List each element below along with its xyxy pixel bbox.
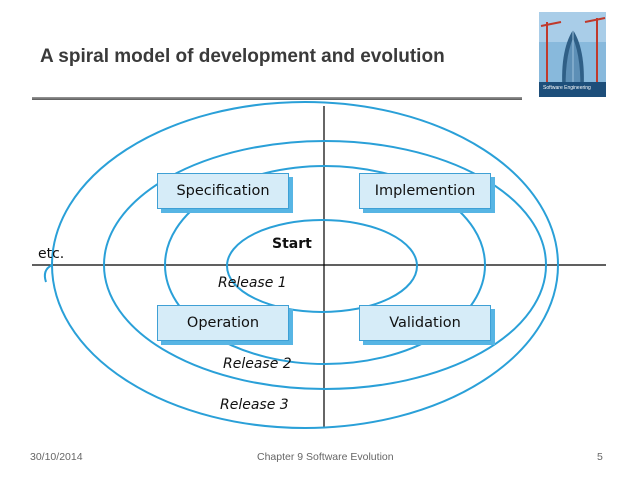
release-1-label: Release 1: [218, 275, 287, 291]
title-divider: [32, 97, 522, 100]
implementation-box: Implemention: [359, 173, 491, 209]
spiral-loop-release-3: [51, 101, 560, 429]
book-cover-art: [539, 12, 606, 97]
footer-date: 30/10/2014: [30, 451, 83, 463]
spiral-loop-release-2: [103, 140, 548, 390]
release-2-label: Release 2: [223, 356, 292, 372]
specification-box: Specification: [157, 173, 289, 209]
book-cover-image: Software Engineering: [539, 12, 606, 97]
book-cover-caption: Software Engineering: [543, 85, 591, 91]
release-3-label: Release 3: [220, 397, 289, 413]
spiral-loop-inner: [226, 219, 419, 313]
slide-title: A spiral model of development and evolut…: [40, 46, 445, 67]
validation-box: Validation: [359, 305, 491, 341]
etc-label: etc.: [38, 246, 65, 262]
operation-box: Operation: [157, 305, 289, 341]
footer-chapter: Chapter 9 Software Evolution: [257, 451, 394, 463]
start-label: Start: [272, 236, 312, 252]
spiral-tail-etc: [43, 264, 53, 283]
footer-page-number: 5: [597, 451, 603, 463]
